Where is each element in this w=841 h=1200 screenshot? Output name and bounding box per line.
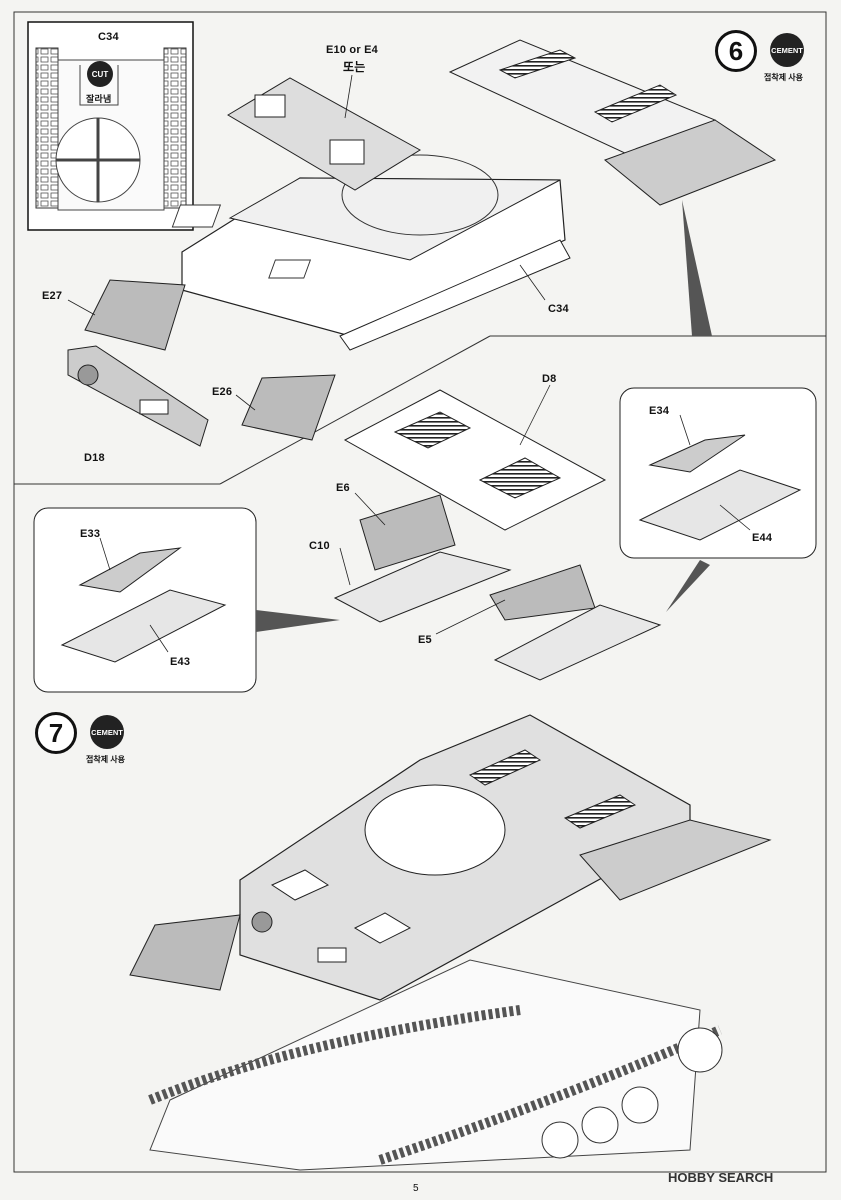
step-7-marker: 7: [35, 712, 77, 754]
label-e10-e4: E10 or E4: [326, 44, 378, 56]
fender-e26: [241, 374, 336, 441]
fender-e27: [84, 279, 186, 351]
front-plate-d18: [67, 345, 209, 447]
cement-note-6: 접착제 사용: [764, 73, 804, 82]
hatch-plate-e10: [227, 77, 421, 191]
label-e33: E33: [80, 528, 101, 540]
label-c34-inset: C34: [98, 31, 119, 43]
bracket-e5: [489, 564, 596, 621]
label-e27: E27: [42, 290, 63, 302]
shelf-c10: [333, 551, 512, 623]
cement-icon: CEMENT: [770, 33, 804, 67]
bracket-e6: [359, 494, 456, 571]
step-7-number: 7: [48, 717, 64, 748]
label-d8: D8: [542, 373, 557, 385]
label-e43: E43: [170, 656, 191, 668]
label-d18: D18: [84, 452, 105, 464]
cut-label: CUT: [91, 69, 109, 79]
shelf-lower: [493, 604, 662, 681]
watermark-brand: HOBBY SEARCH: [668, 1170, 774, 1185]
inset-e43: [33, 507, 257, 693]
cut-note: 잘라냄: [86, 94, 112, 104]
cement-label-6: CEMENT: [771, 45, 803, 55]
leader-lines: [67, 74, 751, 653]
engine-deck-d8: [343, 389, 607, 531]
cut-badge: CUT: [87, 61, 113, 87]
step-6-number: 6: [728, 35, 744, 66]
rear-deck: [448, 39, 777, 206]
cement-note-7: 접착제 사용: [86, 755, 126, 764]
label-c10: C10: [309, 540, 330, 552]
label-e44: E44: [752, 532, 773, 544]
cement-icon: CEMENT: [90, 715, 124, 749]
step-6-marker: 6: [715, 30, 757, 72]
label-e26: E26: [212, 386, 233, 398]
label-c34: C34: [548, 303, 569, 315]
cement-label-7: CEMENT: [91, 727, 123, 737]
label-e5: E5: [418, 634, 432, 646]
label-e6: E6: [336, 482, 350, 494]
page-number: 5: [413, 1183, 419, 1194]
watermark: HOBBY SEARCH: [668, 1170, 773, 1185]
label-or: 또는: [343, 60, 366, 74]
label-e34: E34: [649, 405, 670, 417]
inset-c34: [27, 21, 194, 231]
superstructure-c34: [171, 154, 571, 351]
hull-assembly-step7: [129, 714, 772, 1171]
